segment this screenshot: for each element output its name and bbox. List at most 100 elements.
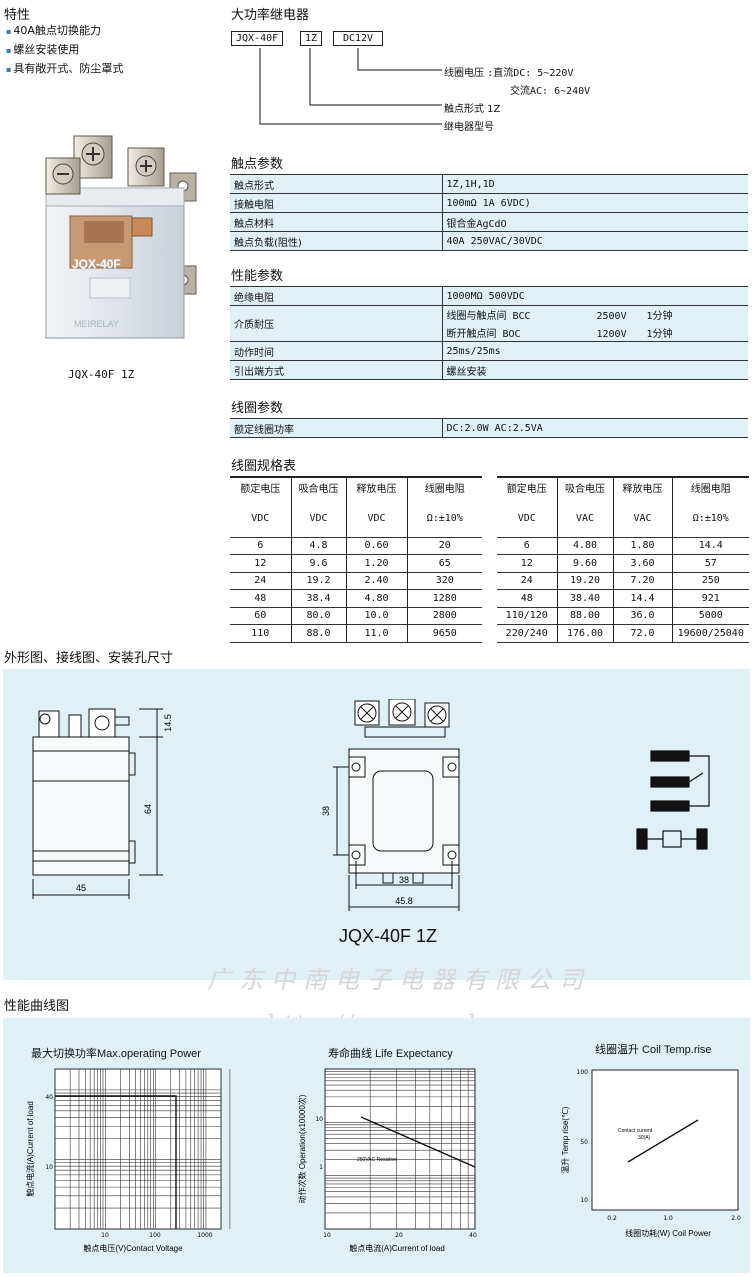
coil-spec-title: 线圈规格表	[231, 459, 297, 474]
legend-coil-voltage: 线圈电压 :直流DC: 5~220V	[444, 68, 574, 79]
dim-side-width: 45	[76, 883, 86, 893]
power-chart: 40 10 10 100 1000 触点电流(A)Current of load…	[25, 1068, 231, 1253]
temp-xlabel: 线圈功耗(W) Coil Power	[625, 1228, 711, 1238]
temp-chart: Contact current 30(A) 100 50 10 0.2 1.0 …	[561, 1069, 741, 1238]
power-ylabel: 触点电流(A)Current of load	[25, 1101, 35, 1197]
code-contact: 1Z	[300, 31, 323, 46]
temp-curve	[627, 1119, 699, 1163]
dim-front-inner-width: 38	[399, 875, 409, 885]
dim-side-top-height: 14.5	[163, 714, 173, 732]
temp-annotation-line1: Contact current	[618, 1128, 653, 1134]
power-xlabel: 触点电压(V)Contact Voltage	[83, 1243, 183, 1253]
dim-side-main-height: 64	[143, 804, 153, 814]
table-row: 触点负载(阻性)40A 250VAC/30VDC	[230, 231, 748, 251]
temp-ytick: 100	[577, 1069, 589, 1076]
dim-front-outer-width: 45.8	[395, 896, 413, 906]
main-title: 大功率继电器	[231, 8, 310, 23]
temp-xtick: 2.0	[731, 1215, 741, 1222]
temp-ytick: 10	[580, 1197, 588, 1204]
life-ylabel: 动作次数 Operation(x10000次)	[297, 1094, 307, 1203]
legend-contact-form: 触点形式 1Z	[444, 104, 501, 115]
life-chart-grid	[324, 1069, 475, 1230]
life-ytick: 1	[319, 1164, 323, 1171]
table-row: 触点材料银合金AgCdO	[230, 212, 748, 232]
temp-xtick: 1.0	[663, 1215, 673, 1222]
front-view-drawing: 38 38 45.8	[321, 699, 460, 911]
relay-photo: JQX-40F MEIRELAY	[45, 135, 197, 339]
coil-params-title: 线圈参数	[231, 401, 284, 416]
dim-front-height: 38	[321, 806, 331, 816]
bullet-icon: ▪	[6, 65, 12, 74]
photo-caption: JQX-40F 1Z	[68, 368, 135, 381]
power-ytick: 10	[45, 1164, 53, 1171]
temp-xtick: 0.2	[607, 1215, 617, 1222]
power-xtick: 10	[101, 1232, 109, 1239]
life-xtick: 20	[395, 1232, 403, 1239]
temp-chart-title: 线圈温升 Coil Temp.rise	[595, 1044, 712, 1056]
feature-item: ▪具有敞开式、防尘罩式	[6, 62, 124, 75]
wiring-diagram	[636, 750, 710, 850]
legend-model: 继电器型号	[444, 122, 494, 133]
life-annotation: 250VAC Resistive	[357, 1157, 397, 1163]
power-chart-grid	[54, 1068, 231, 1230]
life-chart: 250VAC Resistive 10 1 10 20 40 动作次数 Oper…	[297, 1068, 477, 1253]
temp-annotation-line2: 30(A)	[638, 1135, 651, 1141]
curves-title: 性能曲线图	[4, 999, 70, 1014]
power-limit-curve	[55, 1095, 177, 1229]
dimensions-panel: 14.5 64 45 38 38 45.8 JQX-40F 1Z	[3, 669, 750, 980]
life-xlabel: 触点电流(A)Current of load	[349, 1243, 445, 1253]
life-ytick: 10	[315, 1116, 323, 1123]
power-ytick: 40	[45, 1094, 53, 1101]
code-leader-lines	[259, 48, 442, 125]
features-title: 特性	[4, 8, 31, 23]
housing-model-text: JQX-40F	[72, 257, 121, 271]
legend-ac-line: 交流AC: 6~240V	[510, 86, 591, 97]
dimensions-model-label: JQX-40F 1Z	[339, 926, 438, 946]
power-chart-title: 最大切换功率Max.operating Power	[31, 1048, 201, 1060]
temp-ylabel: 温升 Temp rise(℃)	[561, 1106, 570, 1174]
feature-item: ▪螺丝安装使用	[6, 43, 80, 56]
life-xtick: 40	[469, 1232, 477, 1239]
life-xtick: 10	[323, 1232, 331, 1239]
contact-params-title: 触点参数	[231, 157, 284, 172]
bullet-icon: ▪	[6, 46, 12, 55]
life-curve	[360, 1116, 476, 1168]
watermark-company: 广东中南电子电器有限公司	[207, 966, 591, 994]
table-row: 引出端方式螺丝安装	[230, 360, 748, 380]
code-voltage: DC12V	[333, 31, 383, 46]
power-xtick: 1000	[197, 1232, 212, 1239]
side-view-drawing: 14.5 64 45	[32, 708, 173, 899]
power-xtick: 100	[149, 1232, 161, 1239]
life-chart-title: 寿命曲线 Life Expectancy	[328, 1048, 453, 1060]
housing-brand-text: MEIRELAY	[74, 319, 119, 329]
bullet-icon: ▪	[6, 27, 12, 36]
curves-panel: 最大切换功率Max.operating Power 40 10 10 100 1…	[3, 1018, 750, 1273]
feature-item: ▪40A触点切换能力	[6, 24, 101, 37]
